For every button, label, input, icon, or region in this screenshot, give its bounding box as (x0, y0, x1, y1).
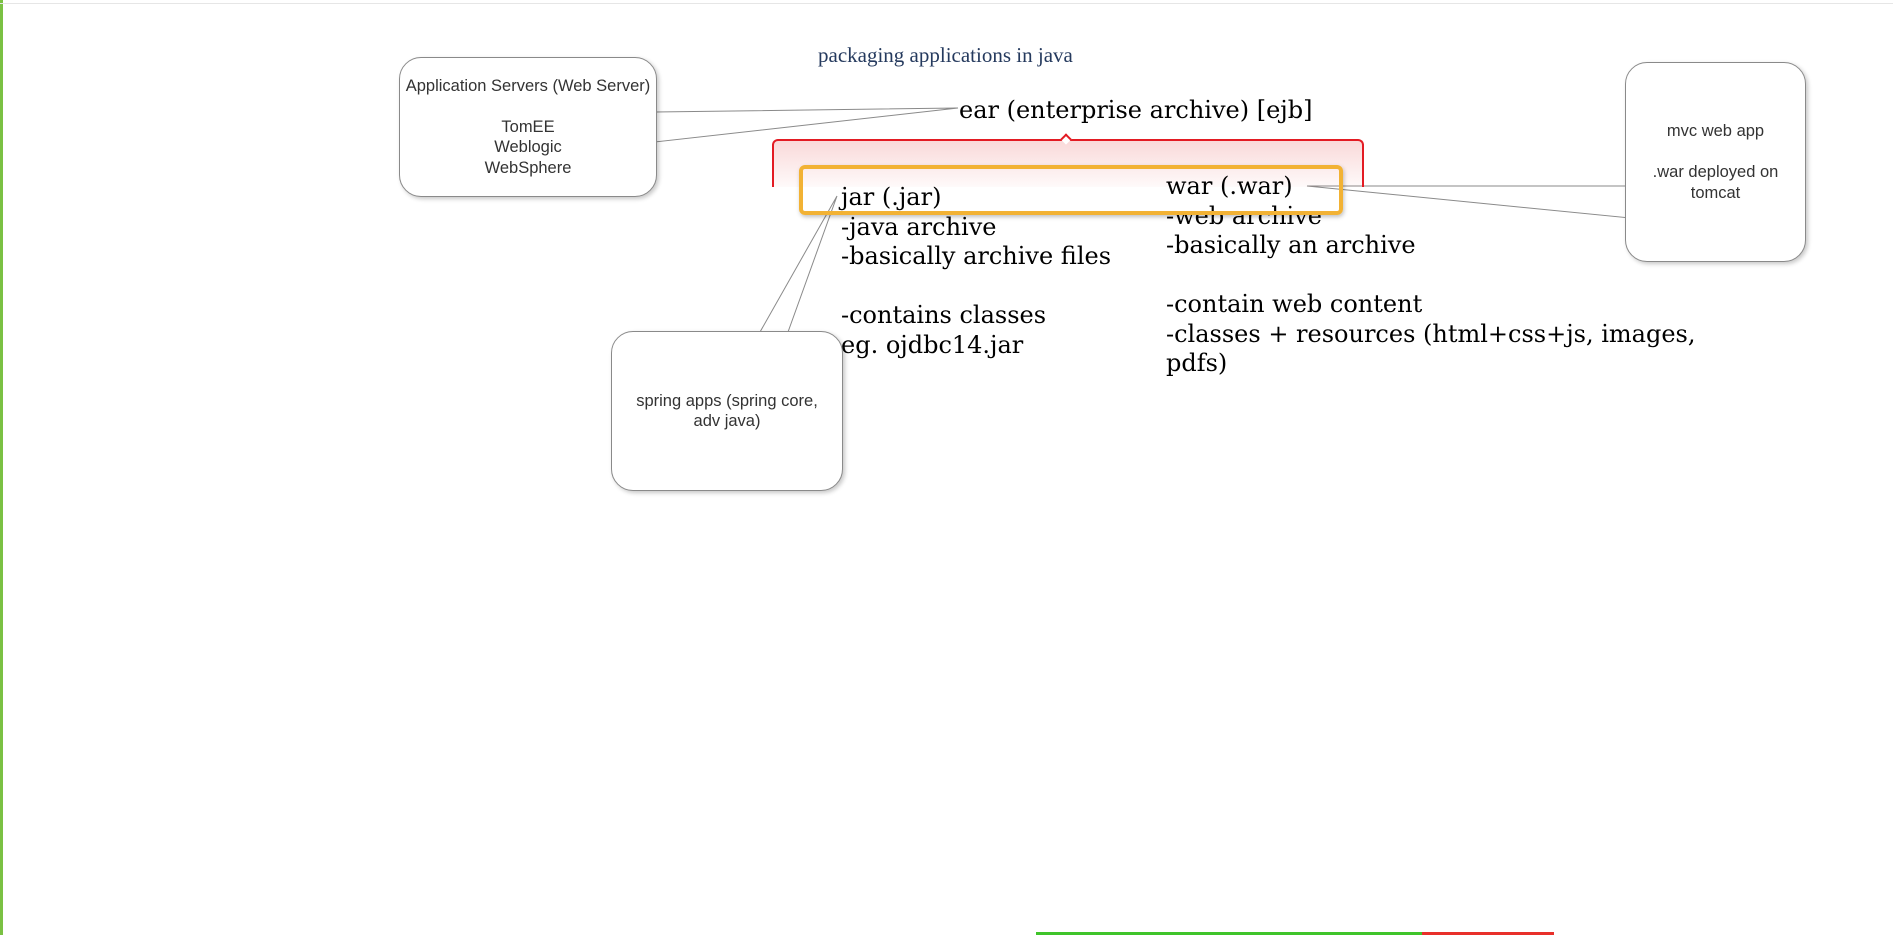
app-servers-pointer (654, 107, 959, 143)
war-notes: war (.war) -web archive -basically an ar… (1166, 172, 1696, 377)
jar-war-highlight-box (799, 165, 1343, 215)
app-servers-callout-text: Application Servers (Web Server) TomEE W… (405, 76, 651, 177)
spring-apps-callout: spring apps (spring core, adv java) (611, 331, 843, 491)
bottom-bar-green (1036, 932, 1422, 935)
mvc-web-app-callout: mvc web app .war deployed on tomcat (1625, 62, 1806, 262)
ear-highlight-bracket (772, 139, 1364, 187)
bottom-bar-red (1422, 932, 1554, 935)
ear-label: ear (enterprise archive) [ejb] (959, 96, 1313, 124)
left-border (0, 0, 3, 935)
top-divider (0, 3, 1893, 4)
mvc-web-app-callout-text: mvc web app .war deployed on tomcat (1652, 122, 1779, 202)
spring-apps-callout-text: spring apps (spring core, adv java) (636, 391, 818, 431)
app-servers-callout: Application Servers (Web Server) TomEE W… (399, 57, 657, 197)
jar-notes: jar (.jar) -java archive -basically arch… (841, 183, 1112, 359)
page-title: packaging applications in java (818, 43, 1073, 67)
spring-apps-pointer (759, 195, 838, 333)
